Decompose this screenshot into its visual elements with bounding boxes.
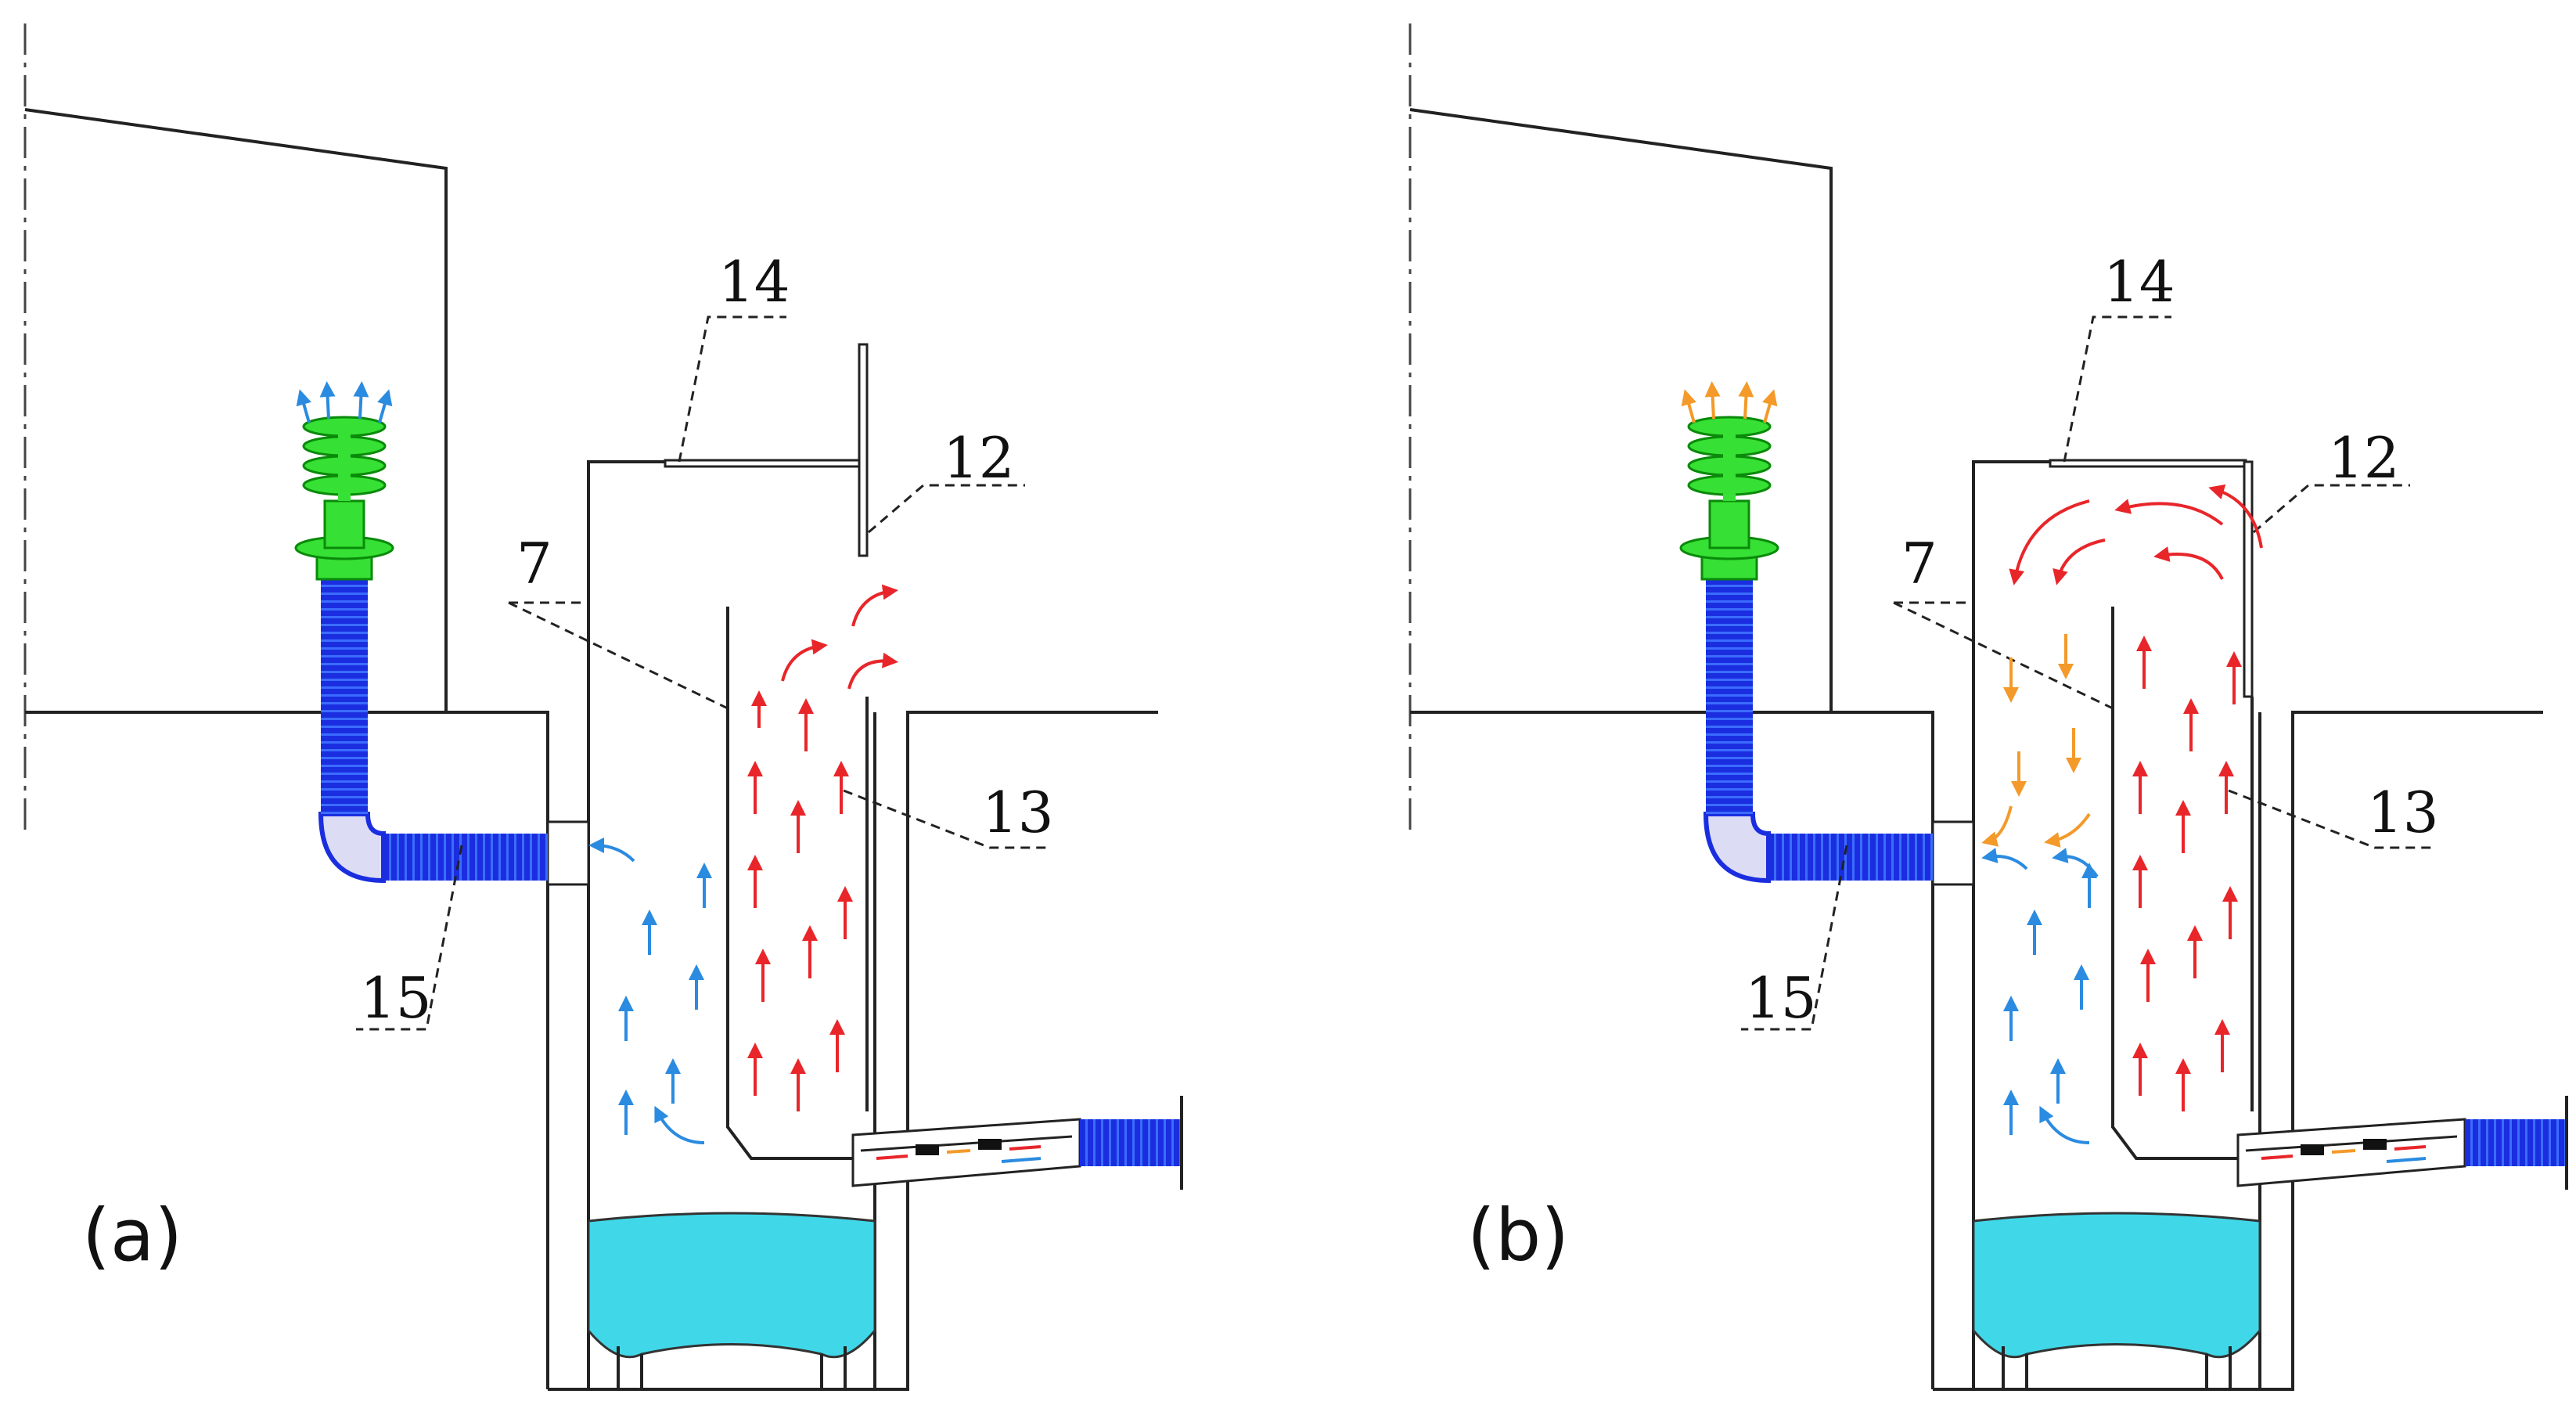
label-13: 13 bbox=[982, 780, 1054, 845]
label-15: 15 bbox=[1745, 965, 1817, 1031]
label-13: 13 bbox=[2367, 780, 2439, 845]
caption-a: (a) bbox=[82, 1194, 182, 1277]
label-14: 14 bbox=[2103, 249, 2175, 315]
panel-b: 14 12 7 13 15 (b) bbox=[1410, 23, 2567, 1389]
label-7: 7 bbox=[1901, 531, 1937, 596]
label-7: 7 bbox=[516, 531, 552, 596]
panel-a: 14 12 7 13 15 (a) bbox=[25, 23, 1182, 1389]
label-14: 14 bbox=[718, 249, 790, 315]
caption-b: (b) bbox=[1467, 1194, 1569, 1277]
label-12: 12 bbox=[2328, 425, 2400, 491]
label-15: 15 bbox=[360, 965, 432, 1031]
label-12: 12 bbox=[943, 425, 1015, 491]
